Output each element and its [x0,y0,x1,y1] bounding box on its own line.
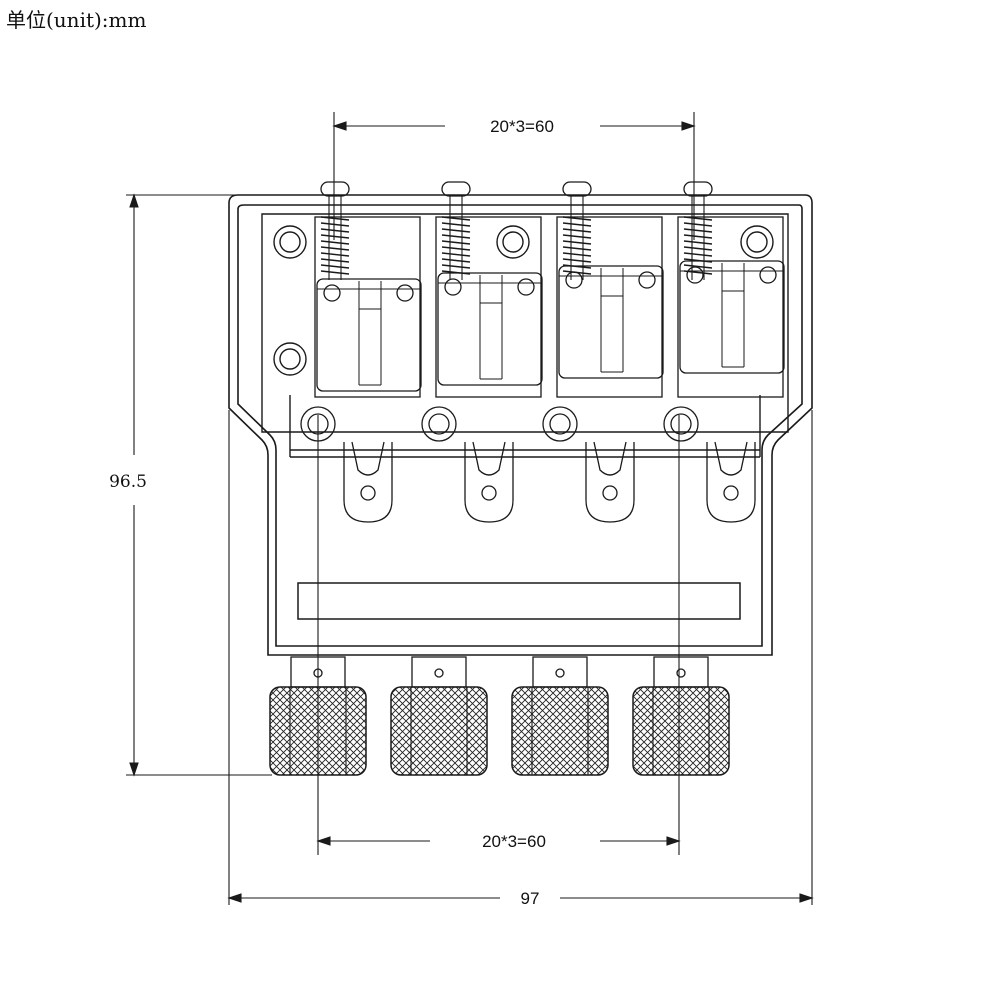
unit-label: 单位(unit):mm [6,8,147,32]
saddle-compartment [677,216,784,398]
width-label: 97 [521,889,540,908]
string-slot [351,441,385,476]
string-ferrule-inner [670,413,692,435]
knob-shaft-hole [555,668,565,678]
knurled-knob [390,686,488,776]
knurled-knob [511,686,609,776]
mounting-holes [273,225,774,376]
saddle-screw-hole [444,278,462,296]
string-tab [464,442,514,523]
saddle-screw-hole [323,284,341,302]
saddle-screw-hole [565,271,583,289]
saddle-block [316,278,422,392]
string-tab [343,442,393,523]
bottom-spacing-label: 20*3=60 [482,832,546,851]
base-plate [228,194,813,656]
knob-shaft [411,656,467,688]
string-tab-hole [481,485,497,501]
knob-shaft [653,656,709,688]
spring [441,216,471,275]
intonation-screw-head [441,181,471,197]
saddle-frame [261,213,789,458]
intonation-screw-head [320,181,350,197]
knob-shaft [532,656,588,688]
saddle-screw-hole [396,284,414,302]
string-ferrule [663,406,699,442]
string-slot [714,441,748,476]
string-tab [585,442,635,523]
saddle-block [437,272,543,386]
height-label: 96.5 [109,472,147,492]
string-ferrule-inner [428,413,450,435]
string-ferrule [542,406,578,442]
string-tab-hole [360,485,376,501]
saddle-screw-hole [638,271,656,289]
intonation-screw-head [683,181,713,197]
dimension-lines [126,112,814,905]
knurled-knob [632,686,730,776]
saddles [269,181,785,776]
saddle-screw-hole [517,278,535,296]
string-slot [593,441,627,476]
intonation-screw-head [562,181,592,197]
saddle-compartment [435,216,542,398]
saddle-block [679,260,785,374]
saddle-compartment [556,216,663,398]
saddle-screw-hole [759,266,777,284]
spring [320,216,350,275]
string-tab-hole [602,485,618,501]
saddle-screw-hole [686,266,704,284]
saddle-block [558,265,664,379]
string-tab [706,442,756,523]
spring [683,216,713,275]
string-ferrule-inner [549,413,571,435]
rear-slot [297,582,741,620]
string-slot [472,441,506,476]
knob-shaft-hole [434,668,444,678]
knob-shaft-hole [676,668,686,678]
string-tab-hole [723,485,739,501]
saddle-compartment [314,216,421,398]
string-ferrule [421,406,457,442]
top-spacing-label: 20*3=60 [490,117,554,136]
